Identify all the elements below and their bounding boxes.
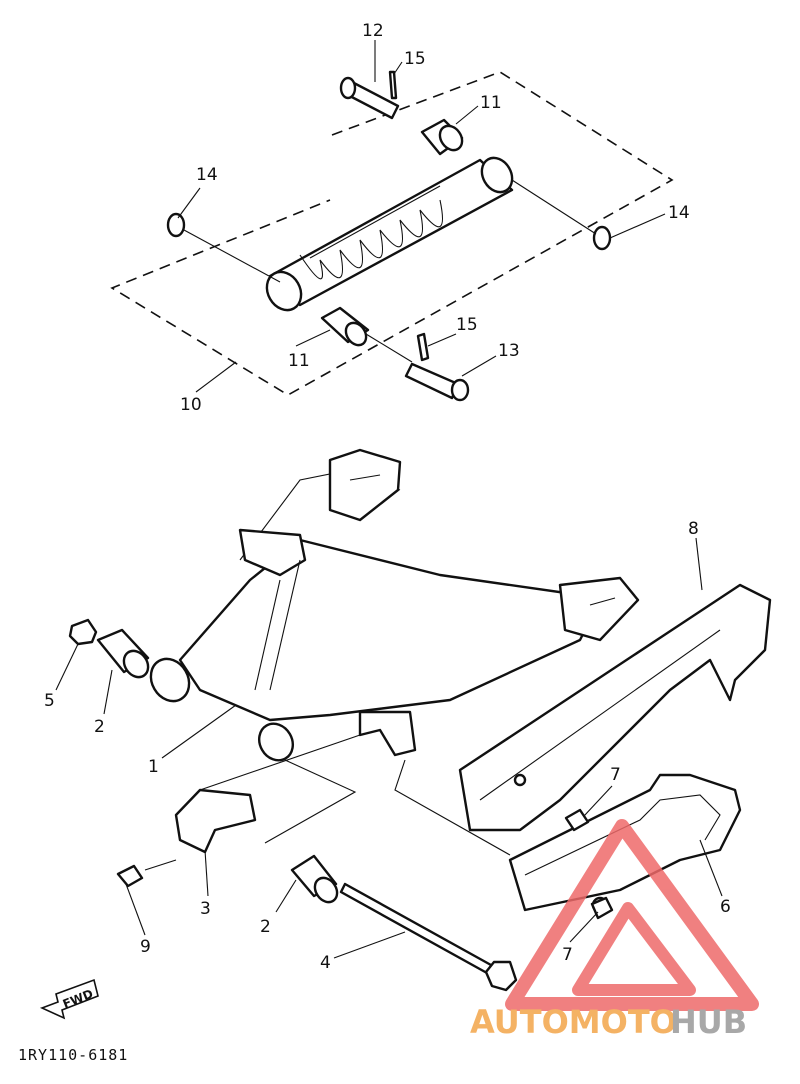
watermark: AUTOMOTO HUB bbox=[470, 819, 759, 1041]
fwd-arrow: FWD bbox=[39, 978, 99, 1020]
callout-9: 9 bbox=[140, 937, 151, 957]
bolt-7-upper bbox=[564, 808, 590, 832]
callout-15-lower: 15 bbox=[456, 315, 478, 335]
collar-11-lower bbox=[320, 306, 370, 347]
shock-absorber-assembly bbox=[110, 70, 674, 402]
bolt-9 bbox=[116, 864, 144, 888]
washer-14-left bbox=[166, 212, 186, 238]
callout-1: 1 bbox=[148, 757, 159, 777]
callout-7-upper: 7 bbox=[610, 765, 621, 785]
washer-14-right bbox=[592, 225, 612, 251]
pivot-shaft-4 bbox=[339, 882, 518, 992]
callout-11-lower: 11 bbox=[288, 351, 310, 371]
assembly-dashed-outline bbox=[110, 71, 674, 396]
cotter-pin-15-lower bbox=[416, 332, 430, 362]
nut-5 bbox=[68, 618, 98, 646]
callout-14-right: 14 bbox=[668, 203, 690, 223]
callout-12: 12 bbox=[362, 21, 384, 41]
diagram-code: 1RY110-6181 bbox=[18, 1046, 128, 1064]
swingarm-1 bbox=[149, 448, 640, 762]
assembly-lines bbox=[144, 734, 511, 871]
watermark-text-hub: HUB bbox=[670, 1003, 747, 1041]
callout-2-upper: 2 bbox=[94, 717, 105, 737]
shock-absorber-body bbox=[265, 156, 514, 312]
collar-2-upper bbox=[96, 628, 150, 679]
collar-2-lower bbox=[290, 854, 339, 904]
callout-11-upper: 11 bbox=[480, 93, 502, 113]
callout-numbers: 12 15 11 14 14 11 15 13 10 5 2 1 3 9 2 4… bbox=[44, 21, 731, 973]
callout-8: 8 bbox=[688, 519, 699, 539]
callout-2-lower: 2 bbox=[260, 917, 271, 937]
cotter-pin-15-upper bbox=[388, 70, 398, 100]
collar-11-upper bbox=[420, 118, 464, 156]
lower-bolt-13 bbox=[404, 362, 470, 402]
callout-7-lower: 7 bbox=[562, 945, 573, 965]
callout-15-upper: 15 bbox=[404, 49, 426, 69]
chain-puller-3 bbox=[174, 788, 257, 854]
callout-5: 5 bbox=[44, 691, 55, 711]
callout-6: 6 bbox=[720, 897, 731, 917]
callout-13: 13 bbox=[498, 341, 520, 361]
callout-4: 4 bbox=[320, 953, 331, 973]
watermark-logo-icon bbox=[505, 819, 759, 1011]
chain-case-8 bbox=[458, 583, 772, 832]
watermark-triangle-inner bbox=[572, 902, 696, 996]
watermark-triangle-outer bbox=[505, 819, 759, 1011]
callout-3: 3 bbox=[200, 899, 211, 919]
watermark-text-auto-moto: AUTOMOTO bbox=[470, 1003, 677, 1041]
leader-lines bbox=[55, 40, 723, 959]
upper-bolt-12 bbox=[339, 76, 400, 120]
callout-14-left: 14 bbox=[196, 165, 218, 185]
callout-10: 10 bbox=[180, 395, 202, 415]
